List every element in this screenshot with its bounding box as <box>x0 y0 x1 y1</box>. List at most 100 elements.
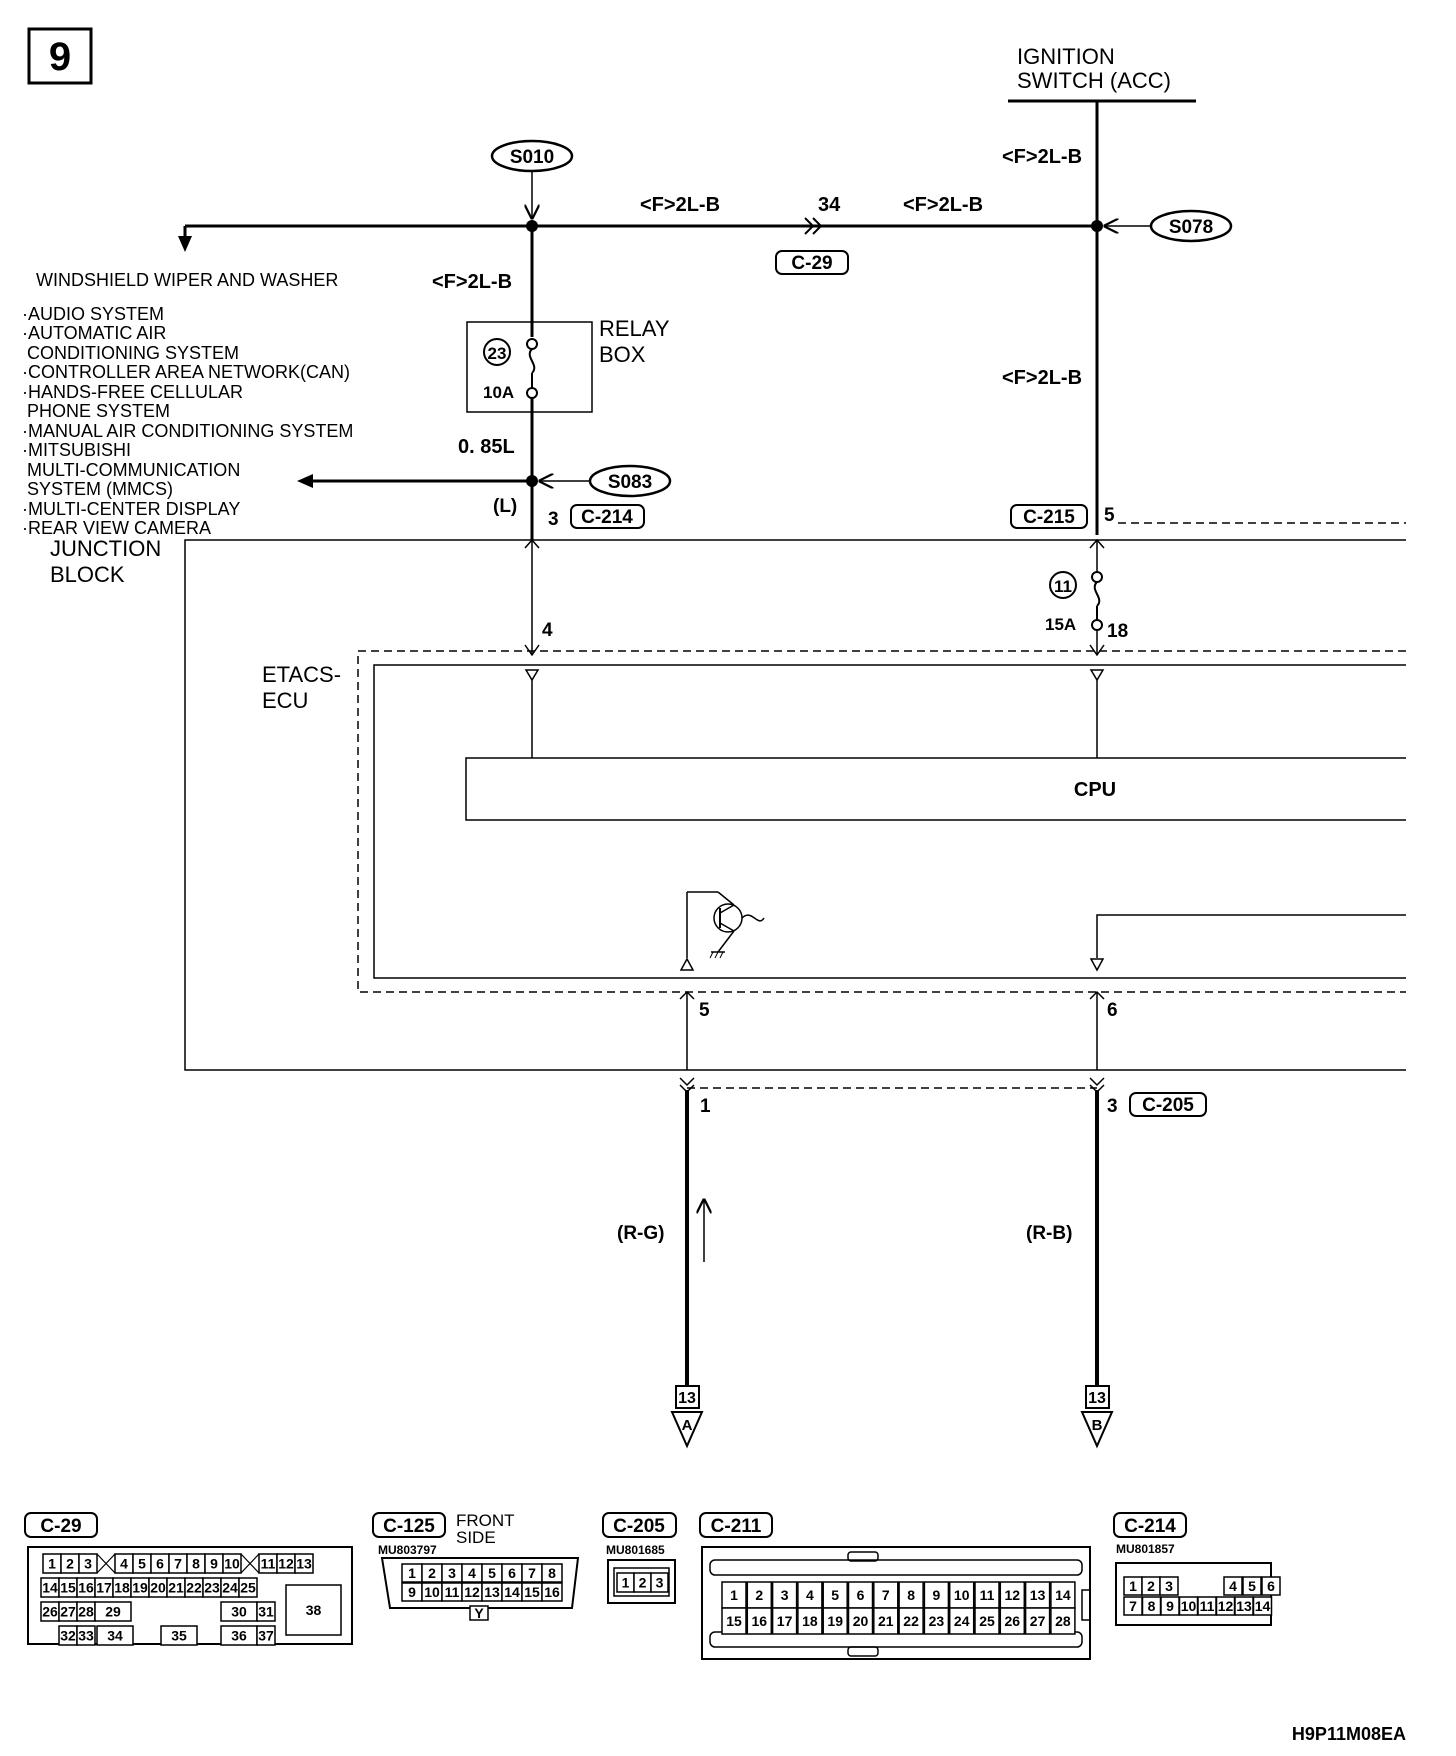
pin-cell <box>1261 1576 1281 1596</box>
connector-tag-c215 <box>1010 504 1088 529</box>
system-item: ·MULTI-CENTER DISPLAY <box>22 499 240 519</box>
pin-cell-label: 22 <box>903 1613 919 1629</box>
pin-cell-label: 10 <box>224 1556 240 1572</box>
pin-cell-label: 23 <box>929 1613 945 1629</box>
pin-cell-label: 9 <box>408 1584 416 1600</box>
pin-cell-label: 4 <box>806 1587 814 1603</box>
pin-cell-label: 1 <box>730 1587 738 1603</box>
pin-cell-label: 14 <box>504 1584 520 1600</box>
wire-label-bus-right: <F>2L-B <box>903 194 983 216</box>
wire-label-rg: (R-G) <box>617 1223 664 1244</box>
page-number-box: 9 <box>27 27 93 85</box>
pin-1: 1 <box>700 1096 711 1117</box>
pin18-arrow <box>1089 644 1105 657</box>
pin-cell-label: 30 <box>231 1604 247 1620</box>
pin-cell-label: 8 <box>907 1587 915 1603</box>
junction-block-outline <box>184 539 1406 1071</box>
page-number: 9 <box>49 35 71 79</box>
pin-cell <box>948 1581 975 1609</box>
pin-5: 5 <box>699 1000 710 1021</box>
pin-cell-label: 13 <box>1236 1598 1252 1614</box>
pin-cell-label: 11 <box>261 1556 276 1572</box>
relay-fuse-amp: 10A <box>483 383 514 402</box>
input-triangle-bottom-right <box>1089 958 1105 972</box>
connector-c125-tag <box>372 1512 446 1538</box>
pin-cell-label: 20 <box>150 1580 166 1596</box>
c205-chevron-right <box>1089 1077 1105 1094</box>
offpage-ref-b-number: 13 <box>1088 1390 1106 1407</box>
pin-cell-label: 26 <box>42 1604 58 1620</box>
connector-c125-part: MU803797 <box>378 1543 437 1557</box>
connector-c29-tag <box>24 1512 98 1538</box>
pin-cell-label: 17 <box>777 1613 793 1629</box>
system-item: SYSTEM (MMCS) <box>22 479 173 499</box>
pin-cell-label: 2 <box>755 1587 763 1603</box>
pin-cell-label: 10 <box>954 1587 970 1603</box>
pin-cell-label: 24 <box>954 1613 970 1629</box>
pin-cell <box>1242 1576 1262 1596</box>
pin-cell-label: 27 <box>60 1604 76 1620</box>
pin-cell-label: 13 <box>484 1584 500 1600</box>
pin4-arrow <box>524 644 540 657</box>
connector-c205-tag <box>602 1512 677 1538</box>
pin-cell-label: 18 <box>802 1613 818 1629</box>
pin-cell-label: 14 <box>1055 1587 1071 1603</box>
pin-cell-label: 32 <box>60 1628 76 1644</box>
pin-cell-label: 24 <box>222 1580 238 1596</box>
relay-fuse-number-circle <box>483 338 511 366</box>
pin-cell <box>541 1563 563 1583</box>
connector-tag-c214-label: C-214 <box>581 507 633 528</box>
pin-cell-label: 8 <box>192 1556 200 1572</box>
pin-cell-label: 15 <box>726 1613 742 1629</box>
pin-cell-label: 3 <box>781 1587 789 1603</box>
offpage-ref-a: 13 A <box>670 1385 704 1449</box>
pin-cell-label: 13 <box>296 1556 312 1572</box>
pin-cell <box>78 1553 98 1574</box>
pin-cell-label: 12 <box>1005 1587 1021 1603</box>
pin-3-c214: 3 <box>548 509 559 530</box>
pin-cell-label: 6 <box>156 1556 164 1572</box>
pin-cell <box>847 1581 874 1609</box>
pin-cell-label: 6 <box>508 1565 516 1581</box>
pin-cell-label: 25 <box>979 1613 995 1629</box>
offpage-ref-b: 13 B <box>1080 1385 1114 1449</box>
ignition-label-1: IGNITION <box>1017 44 1115 69</box>
connector-c125-key: Y <box>474 1605 484 1621</box>
system-item: ·REAR VIEW CAMERA <box>22 518 211 538</box>
pin-cell-label: 16 <box>544 1584 560 1600</box>
connector-tag-c215-label: C-215 <box>1023 507 1075 528</box>
splice-s078-label: S078 <box>1169 217 1213 238</box>
system-item: ·HANDS-FREE CELLULAR <box>22 382 243 402</box>
pin-cell <box>771 1581 798 1609</box>
connector-c211-tag-label: C-211 <box>711 1516 762 1537</box>
pin-cell <box>797 1607 823 1635</box>
pin-cell <box>873 1607 899 1635</box>
pin-cell <box>1223 1576 1243 1596</box>
input-triangle-left <box>524 669 540 682</box>
relay-fuse-symbol <box>526 338 538 399</box>
offpage-ref-b-letter: B <box>1092 1417 1103 1434</box>
pin-cell <box>746 1607 773 1635</box>
pin-cell-label: 14 <box>42 1580 58 1596</box>
internal-wire-right-input <box>1096 914 1406 958</box>
pin-18: 18 <box>1107 621 1128 642</box>
etacs-ecu-dashed-outline <box>357 650 1406 993</box>
pin-cell-label: 28 <box>1055 1613 1071 1629</box>
pin-cell <box>1050 1607 1076 1635</box>
wire-label-l: (L) <box>493 496 517 517</box>
pin-6: 6 <box>1107 1000 1118 1021</box>
pin-cell-label: 4 <box>468 1565 476 1581</box>
etacs-ecu-inner-outline <box>373 664 1406 979</box>
pin-cell-label: 36 <box>231 1628 247 1644</box>
pin-cell-label: 7 <box>1129 1598 1137 1614</box>
wire-label-bus-left: <F>2L-B <box>640 194 720 216</box>
pin-cell-label: 1 <box>408 1565 416 1581</box>
connector-c29-tag-label: C-29 <box>40 1516 81 1537</box>
pin-cell-label: 7 <box>882 1587 890 1603</box>
pin-cell <box>898 1607 924 1635</box>
pin-cell <box>285 1584 342 1636</box>
pin-cell-label: 8 <box>548 1565 556 1581</box>
pin-cell-label: 9 <box>210 1556 218 1572</box>
relay-box-outline <box>466 321 593 413</box>
pin-cell-label: 11 <box>980 1587 995 1603</box>
